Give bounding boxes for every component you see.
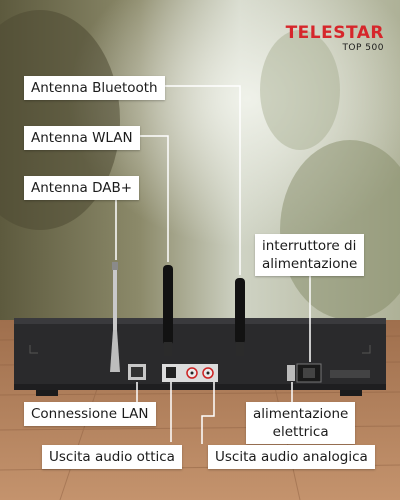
- lan-port: [128, 364, 146, 380]
- callout-power-switch: interruttore di alimentazione: [255, 234, 365, 276]
- callout-power-supply-line2: elettrica: [272, 424, 329, 440]
- power-socket: [287, 365, 295, 381]
- device-foot-left: [36, 390, 58, 396]
- callout-antenna-bluetooth: Antenna Bluetooth: [24, 76, 165, 100]
- callout-power-switch-line2: alimentazione: [262, 256, 358, 272]
- callout-lan: Connessione LAN: [24, 402, 156, 426]
- callout-power-switch-line1: interruttore di: [262, 238, 357, 254]
- device-foot-right: [340, 390, 362, 396]
- brand-name: TELESTAR: [285, 23, 384, 43]
- brand-logo: TELESTAR TOP 500: [286, 24, 384, 53]
- brand-model: TOP 500: [342, 43, 384, 53]
- wlan-antenna: [163, 265, 173, 356]
- callout-power-supply: alimentazione elettrica: [246, 402, 356, 444]
- callout-optical-out: Uscita audio ottica: [42, 445, 182, 469]
- audio-outputs: [162, 364, 218, 382]
- callout-analog-out: Uscita audio analogica: [208, 445, 375, 469]
- callout-power-supply-line1: alimentazione: [253, 406, 349, 422]
- callout-antenna-wlan: Antenna WLAN: [24, 126, 140, 150]
- callout-antenna-dab: Antenna DAB+: [24, 176, 140, 200]
- power-switch: [296, 363, 322, 383]
- bluetooth-antenna: [235, 278, 245, 356]
- dab-antenna: [110, 262, 120, 372]
